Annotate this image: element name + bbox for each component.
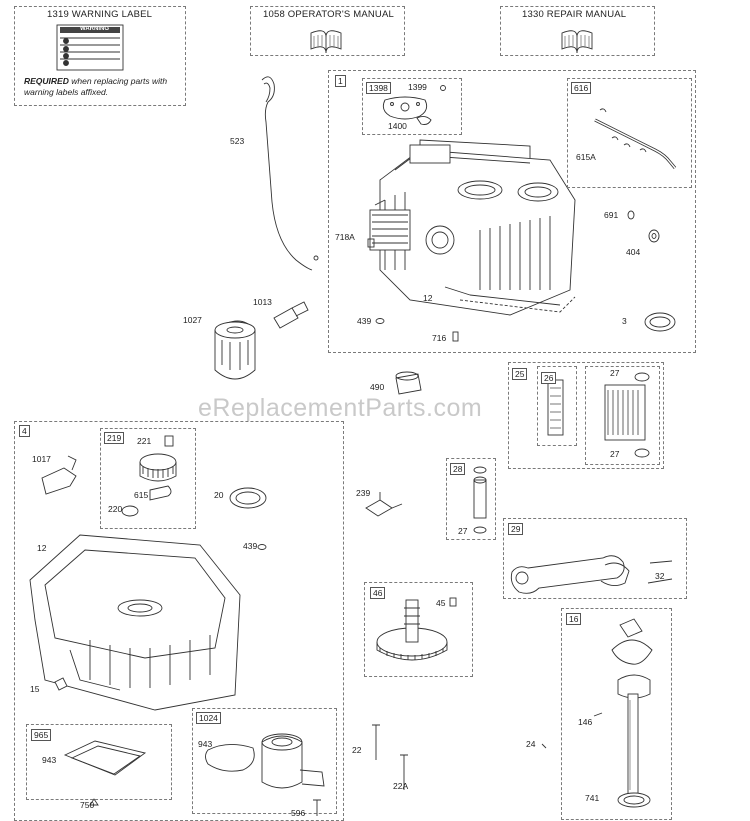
connecting-rod — [510, 555, 673, 594]
group-tag: 26 — [541, 372, 557, 384]
part-label: 22A — [393, 781, 409, 791]
gasket — [382, 85, 446, 125]
part-label: 20 — [214, 490, 224, 500]
group-28-box — [446, 458, 496, 540]
crankshaft — [593, 618, 653, 808]
group-tag: 965 — [31, 729, 52, 741]
kit-number: 1330 — [522, 9, 544, 20]
part-label: 718A — [335, 232, 355, 242]
breather-tube — [594, 108, 677, 169]
oil-filter-fitting — [273, 301, 309, 329]
warning-label-kit-title: 1319 WARNING LABEL — [47, 9, 152, 20]
watermark: eReplacementParts.com — [198, 394, 483, 422]
part-label: 220 — [108, 504, 123, 514]
group-29-box — [503, 518, 687, 599]
oil-filter — [214, 320, 256, 380]
part-label: 943 — [42, 755, 57, 765]
cylinder-block — [369, 139, 576, 316]
part-label: 12 — [37, 543, 47, 553]
group-26-box — [537, 366, 577, 446]
part-label: 523 — [230, 136, 245, 146]
part-label: 32 — [655, 571, 665, 581]
group-219-box — [100, 428, 196, 529]
part-label: 221 — [137, 436, 152, 446]
kit-name: REPAIR MANUAL — [546, 9, 627, 20]
group-tag: 46 — [370, 587, 386, 599]
governor-gear — [121, 435, 177, 517]
warning-label-kit — [14, 6, 186, 106]
oil-pump — [261, 733, 325, 789]
part-label: 1017 — [32, 454, 51, 464]
part-label: 439 — [243, 541, 258, 551]
kit-number: 1058 — [263, 9, 285, 20]
part-label: 45 — [436, 598, 446, 608]
part-label: 750 — [80, 800, 95, 810]
group-1024-box — [192, 708, 337, 814]
part-label: 22 — [352, 745, 362, 755]
group-27-label: 27 — [610, 368, 620, 378]
part-label: 12 — [423, 293, 433, 303]
required-note-bold: REQUIRED — [24, 76, 69, 86]
part-label: 24 — [526, 739, 536, 749]
group-tag: 28 — [450, 463, 466, 475]
group-616-box — [567, 78, 692, 188]
part-label: 1027 — [183, 315, 202, 325]
group-tag: 29 — [508, 523, 524, 535]
group-1398-box — [362, 78, 462, 135]
operators-manual-kit — [250, 6, 405, 56]
part-label: 439 — [357, 316, 372, 326]
oil-sump — [29, 534, 241, 711]
group-tag: 616 — [571, 82, 592, 94]
part-label: 239 — [356, 488, 371, 498]
group-tag: 25 — [512, 368, 528, 380]
required-note: REQUIRED when replacing parts with warni… — [24, 76, 174, 98]
dipstick — [261, 76, 319, 271]
part-label: 404 — [626, 247, 641, 257]
warning-decal-text: WARNING — [80, 26, 109, 32]
group-965-box — [26, 724, 172, 800]
part-label: 615A — [576, 152, 596, 162]
part-label: 1399 — [408, 82, 427, 92]
part-label: 27 — [610, 449, 620, 459]
group-16-box — [561, 608, 672, 820]
repair-manual-kit — [500, 6, 655, 56]
kit-name: OPERATOR'S MANUAL — [287, 9, 394, 20]
group-27-box — [585, 366, 660, 465]
operators-manual-kit-title: 1058 OPERATOR'S MANUAL — [263, 9, 394, 20]
kit-name: WARNING LABEL — [71, 9, 153, 20]
part-label: 1013 — [253, 297, 272, 307]
warning-label-decal — [56, 24, 124, 71]
repair-manual-kit-title: 1330 REPAIR MANUAL — [522, 9, 626, 20]
repair-manual-icon — [561, 30, 593, 54]
group-tag: 1398 — [366, 82, 391, 94]
group-46-box — [364, 582, 473, 677]
group-25-box — [508, 362, 664, 469]
group-tag: 16 — [566, 613, 582, 625]
part-label: 27 — [458, 526, 468, 536]
part-label: 691 — [604, 210, 619, 220]
part-label: 3 — [622, 316, 627, 326]
group-tag: 1 — [335, 75, 346, 87]
group-tag: 219 — [104, 432, 125, 444]
part-label: 741 — [585, 793, 600, 803]
part-label: 490 — [370, 382, 385, 392]
part-label: 1400 — [388, 121, 407, 131]
operators-manual-icon — [310, 30, 342, 54]
part-label: 596 — [291, 808, 306, 818]
group-tag: 4 — [19, 425, 30, 437]
group-tag: 1024 — [196, 712, 221, 724]
part-label: 716 — [432, 333, 447, 343]
part-label: 943 — [198, 739, 213, 749]
kit-number: 1319 — [47, 9, 69, 20]
part-label: 615 — [134, 490, 149, 500]
part-label: 15 — [30, 684, 40, 694]
group-1-box — [328, 70, 696, 353]
required-note-text: when replacing parts with warning labels… — [24, 76, 168, 97]
camshaft-gear — [376, 597, 457, 661]
part-label: 146 — [578, 717, 593, 727]
